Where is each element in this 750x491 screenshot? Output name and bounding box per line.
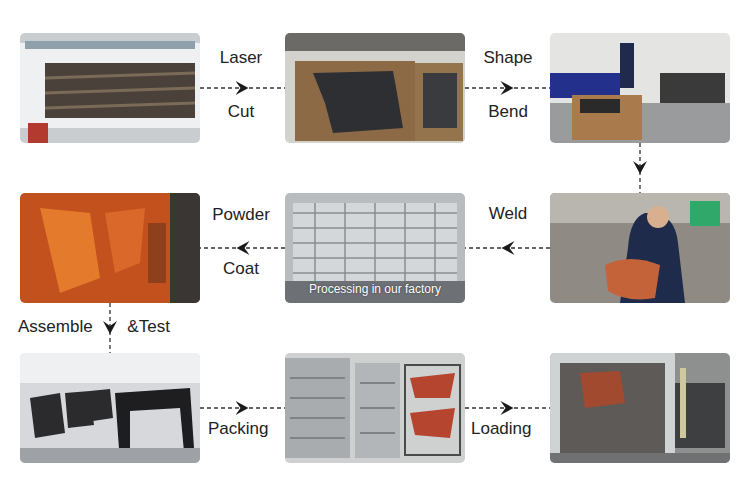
worker xyxy=(620,43,634,88)
rack xyxy=(405,365,460,455)
wooden-crate xyxy=(572,95,642,140)
photo-ground xyxy=(550,353,730,463)
step-label: Packing xyxy=(208,419,268,439)
laser-machine-photo xyxy=(20,33,200,143)
photo-ground xyxy=(20,33,200,143)
workbench xyxy=(660,73,725,103)
photo-box xyxy=(550,33,730,143)
container xyxy=(550,353,675,463)
step-label: Laser Cut xyxy=(216,31,266,139)
flow-arrow xyxy=(200,81,285,95)
machine-row xyxy=(30,389,113,438)
step-label: Shape Bend xyxy=(479,31,537,139)
press-brake xyxy=(550,73,620,98)
photo-ground xyxy=(550,193,730,303)
container-inside xyxy=(560,363,665,458)
pallet xyxy=(415,63,463,141)
arrow-head xyxy=(501,401,514,415)
photo-shade xyxy=(285,281,465,303)
photo-box xyxy=(285,353,465,463)
arrow-head xyxy=(237,241,250,255)
photo-ground xyxy=(20,193,200,303)
background-wall xyxy=(285,33,465,51)
assembly-photo xyxy=(20,353,200,463)
photo-ground xyxy=(20,353,200,463)
step-label: Assemble &Test xyxy=(18,317,170,337)
flow-arrow xyxy=(200,241,285,255)
photo-box xyxy=(20,33,200,143)
photo-ground xyxy=(285,33,465,143)
wrapped-pallet xyxy=(355,363,400,458)
orange-part xyxy=(605,259,660,299)
processing-photo xyxy=(285,193,465,303)
loading-photo xyxy=(550,353,730,463)
step-label: Loading xyxy=(471,419,532,439)
bending-photo xyxy=(550,33,730,143)
welder-face xyxy=(647,206,669,228)
cutting-bed xyxy=(45,63,195,118)
operator xyxy=(148,223,166,283)
ceiling-light xyxy=(20,353,200,383)
coated-part xyxy=(40,208,100,293)
flow-arrow xyxy=(633,143,647,193)
photo-box: Processing in our factory xyxy=(285,193,465,303)
gantry xyxy=(25,41,195,49)
bed-slats xyxy=(45,73,195,108)
red-parts xyxy=(410,373,455,438)
packing-photo xyxy=(285,353,465,463)
cage-grid xyxy=(293,203,457,293)
step-label: Powder Coat xyxy=(207,188,275,296)
booth-wall xyxy=(170,193,200,303)
floor xyxy=(20,448,200,463)
arrow-head xyxy=(502,241,515,255)
cut-plates-photo xyxy=(285,33,465,143)
photo-caption: Processing in our factory xyxy=(285,282,465,296)
arrow-head xyxy=(501,81,514,95)
machine-panel xyxy=(28,123,48,143)
photo-box xyxy=(285,33,465,143)
steel-parts xyxy=(423,73,457,128)
loaded-parts xyxy=(580,371,625,408)
floor xyxy=(550,453,730,463)
machine-frame xyxy=(20,43,200,128)
bent-parts xyxy=(580,99,620,113)
forklift-mast xyxy=(680,368,686,438)
photo-box xyxy=(20,353,200,463)
coated-part xyxy=(105,208,145,273)
powder-coat-photo xyxy=(20,193,200,303)
welding-photo xyxy=(550,193,730,303)
welding-machine xyxy=(690,201,720,226)
wrap-stripes xyxy=(290,378,395,438)
photo-box xyxy=(20,193,200,303)
step-label: Weld xyxy=(483,204,533,224)
flow-arrow xyxy=(465,401,550,415)
pallet xyxy=(295,61,415,141)
photo-ground xyxy=(285,353,465,463)
photo-box xyxy=(550,353,730,463)
flow-arrow xyxy=(465,241,550,255)
wrapped-pallet xyxy=(285,358,350,458)
flow-arrow xyxy=(465,81,550,95)
wire-cage xyxy=(293,203,457,293)
photo-ground xyxy=(285,193,465,303)
arrow-head xyxy=(236,81,249,95)
photo-box xyxy=(550,193,730,303)
photo-ground xyxy=(550,33,730,143)
arrow-head xyxy=(236,401,249,415)
steel-plate xyxy=(313,71,403,133)
flow-arrow xyxy=(200,401,285,415)
arrow-head xyxy=(633,161,647,174)
